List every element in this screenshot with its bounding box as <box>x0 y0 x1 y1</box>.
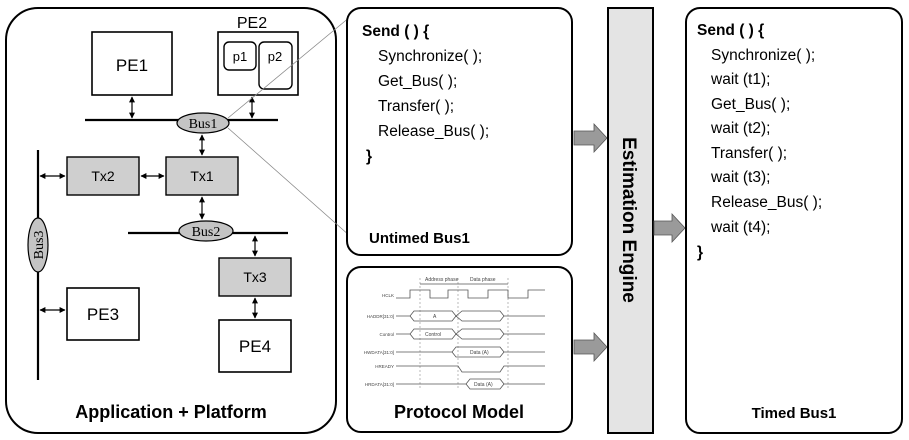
untimed-bus-frame <box>346 7 573 256</box>
tx1-box <box>165 156 239 196</box>
timed-caption: Timed Bus1 <box>752 405 837 422</box>
platform-caption: Application + Platform <box>75 402 267 422</box>
timed-bus-frame <box>685 7 903 434</box>
bus2-label: Bus2 <box>192 225 221 240</box>
pe3-label: PE3 <box>87 305 119 324</box>
signal-label: HREADY <box>375 364 394 369</box>
bus3-label: Bus3 <box>32 231 47 260</box>
signal-label: Control <box>379 332 394 337</box>
pe3-box <box>66 287 140 341</box>
protocol-to-engine-arrow <box>573 331 608 363</box>
estimation-engine: Estimation Engine <box>607 7 654 434</box>
control-waveform <box>396 328 545 340</box>
signal-label: HCLK <box>382 293 394 298</box>
untimed-line-1: Synchronize( ); <box>378 48 482 65</box>
platform-panel: PE1 PE2 p1 p2 Bus1 Tx1 Tx2 Bus2 Tx3 <box>5 7 337 434</box>
protocol-model-frame <box>346 266 573 433</box>
timed-line-9: } <box>697 244 703 261</box>
address-phase-label: Address phase <box>425 277 459 283</box>
tx2-box <box>66 156 140 196</box>
timed-line-8: wait (t4); <box>710 219 770 236</box>
hclk-waveform <box>396 289 545 299</box>
tx1-label: Tx1 <box>190 168 214 184</box>
timed-line-0: Send ( ) { <box>697 22 764 39</box>
signal-label: HADDR[31:0] <box>367 314 394 319</box>
hwdata-waveform <box>396 346 545 358</box>
zoom-guide-bottom <box>227 127 351 237</box>
process-p1-box <box>223 41 257 71</box>
untimed-bus-panel: Send ( ) { Synchronize( ); Get_Bus( ); T… <box>346 7 573 256</box>
process-p1-label: p1 <box>233 49 247 64</box>
estimation-engine-label: Estimation Engine <box>618 137 639 303</box>
untimed-caption: Untimed Bus1 <box>369 230 470 247</box>
tx2-label: Tx2 <box>91 168 115 184</box>
timed-line-6: wait (t3); <box>710 169 770 186</box>
untimed-line-3: Transfer( ); <box>378 98 454 115</box>
untimed-line-2: Get_Bus( ); <box>378 73 457 90</box>
protocol-caption: Protocol Model <box>394 402 524 422</box>
process-p2-label: p2 <box>268 49 282 64</box>
untimed-line-5: } <box>366 148 372 165</box>
estimation-engine-box <box>607 7 654 434</box>
hready-waveform <box>396 365 545 373</box>
timed-line-1: Synchronize( ); <box>711 47 815 64</box>
haddr-value: A <box>433 314 437 320</box>
haddr-waveform <box>396 310 545 322</box>
signal-label: HWDATA[31:0] <box>364 350 394 355</box>
bus1-node <box>176 112 230 134</box>
timed-line-4: wait (t2); <box>710 120 770 137</box>
protocol-model-panel: Address phase Data phase HCLK HADDR[31:0… <box>346 266 573 433</box>
pe2-label: PE2 <box>237 15 267 32</box>
tx3-label: Tx3 <box>243 269 267 285</box>
pe1-label: PE1 <box>116 56 148 75</box>
hrdata-waveform <box>396 378 545 390</box>
untimed-line-0: Send ( ) { <box>362 23 429 40</box>
untimed-line-4: Release_Bus( ); <box>378 123 489 140</box>
timed-bus-panel: Send ( ) { Synchronize( ); wait (t1); Ge… <box>685 7 903 434</box>
pe4-label: PE4 <box>239 337 271 356</box>
control-value: Control <box>425 332 441 338</box>
bus3-node <box>27 217 49 273</box>
hwdata-value: Data (A) <box>470 350 489 356</box>
signal-label: HRDATA[31:0] <box>365 382 394 387</box>
engine-to-timed-arrow <box>653 212 686 244</box>
tx3-box <box>218 257 292 297</box>
timed-line-2: wait (t1); <box>710 71 770 88</box>
timing-diagram <box>396 278 545 390</box>
data-phase-label: Data phase <box>470 277 496 283</box>
zoom-guide-top <box>227 11 357 119</box>
timed-line-3: Get_Bus( ); <box>711 96 790 113</box>
pe1-box <box>91 31 173 96</box>
hrdata-value: Data (A) <box>474 382 493 388</box>
bus1-label: Bus1 <box>189 117 218 132</box>
timed-line-7: Release_Bus( ); <box>711 194 822 211</box>
timed-line-5: Transfer( ); <box>711 145 787 162</box>
bus2-node <box>178 220 234 242</box>
untimed-to-engine-arrow <box>573 122 608 154</box>
pe4-box <box>218 319 292 373</box>
